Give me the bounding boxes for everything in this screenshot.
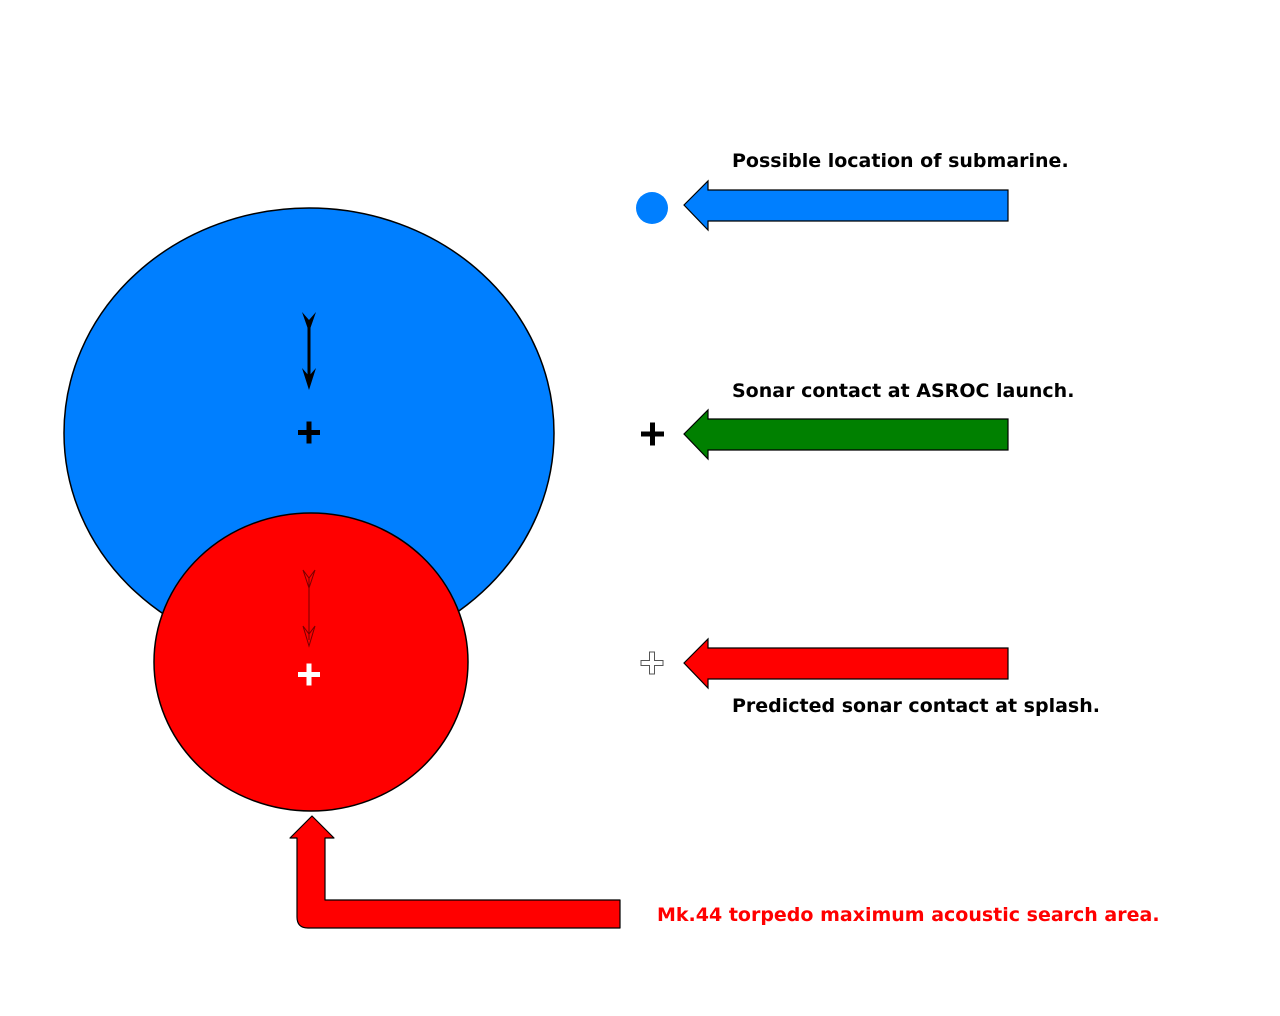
launch-legend-plus [641,422,664,446]
sonar-contact-launch-label: Sonar contact at ASROC launch. [732,380,1074,402]
splash-legend-plus [640,651,664,675]
submarine-location-label: Possible location of submarine. [732,150,1069,172]
launch-legend-arrow [683,408,1009,461]
torpedo-area-pointer-arrow [289,815,621,929]
submarine-legend-arrow [683,179,1009,232]
predicted-heading-arrow [302,569,316,648]
predicted-contact-plus [298,663,320,686]
torpedo-search-area [153,512,469,812]
sonar-contact-plus [298,421,320,444]
predicted-contact-splash-label: Predicted sonar contact at splash. [732,695,1100,717]
torpedo-search-area-label: Mk.44 torpedo maximum acoustic search ar… [657,904,1160,926]
splash-legend-arrow [683,637,1009,690]
submarine-heading-arrow [302,312,316,390]
submarine-legend-dot [636,192,668,224]
